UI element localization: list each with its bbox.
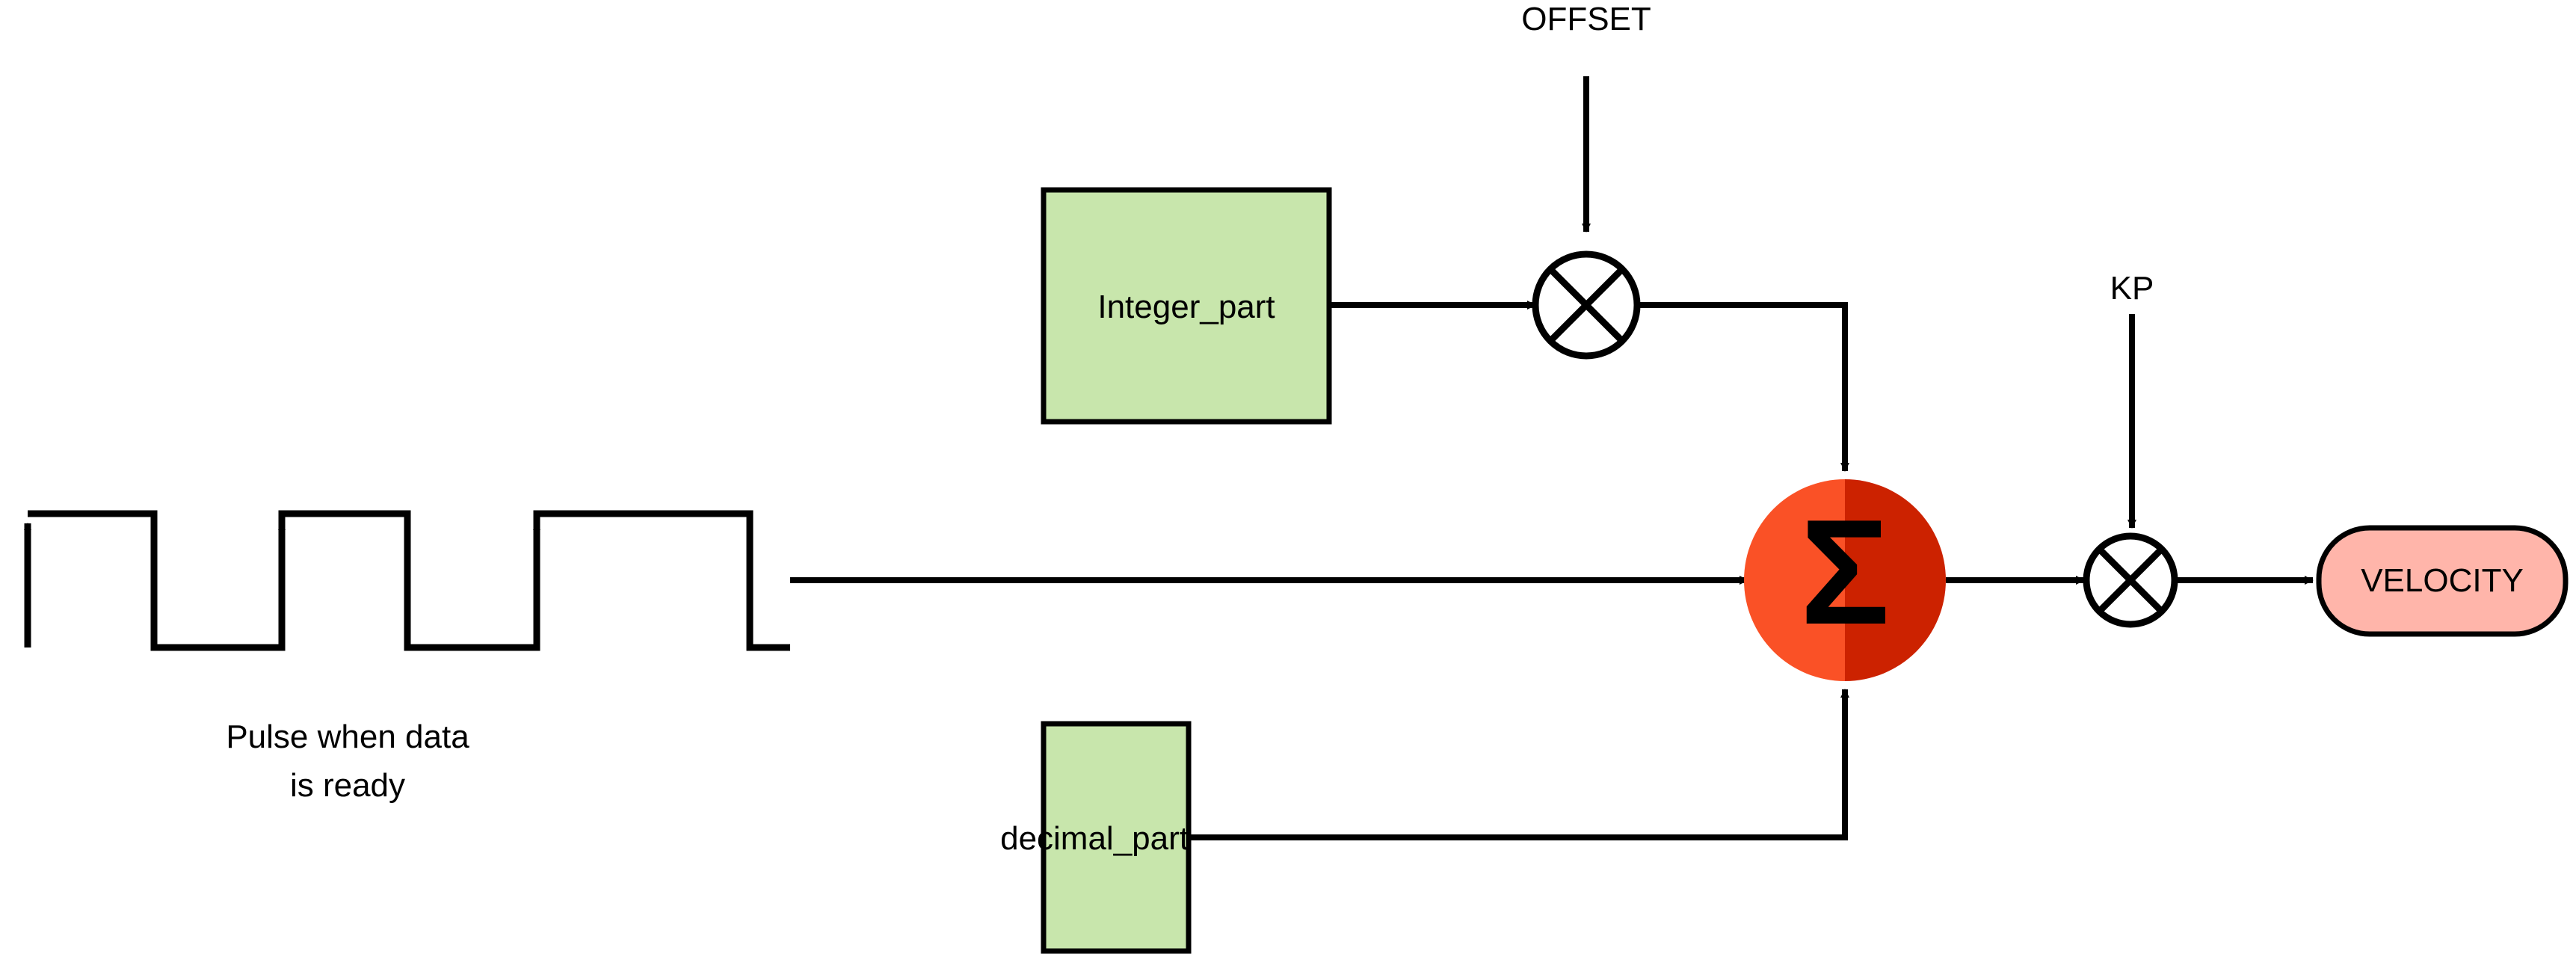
integer-part-label: Integer_part [1097, 289, 1275, 325]
integer-part-rect[interactable] [1041, 187, 1332, 425]
summer-node[interactable]: Σ Σ [1744, 479, 1946, 681]
block-decimal-part[interactable]: decimal_part [1000, 721, 1192, 954]
pulse-train-path [28, 510, 790, 651]
velocity-label: VELOCITY [2361, 562, 2524, 599]
summer-circle-right-half[interactable] [1744, 479, 1946, 681]
pulse-caption-line-2: is ready [290, 767, 405, 804]
wire-multiplier-to-summer [1637, 302, 1849, 472]
block-velocity[interactable]: VELOCITY [2316, 525, 2569, 637]
pulse-caption-line-1: Pulse when data [226, 719, 469, 755]
decimal-part-label: decimal_part [1000, 820, 1189, 857]
summer-sigma-glyph-left: Σ [1800, 489, 1890, 656]
block-integer-part[interactable]: Integer_part [1041, 187, 1332, 425]
decimal-part-rect[interactable] [1041, 721, 1192, 954]
wire-decimal-to-summer [1189, 689, 1849, 840]
offset-label: OFFSET [1521, 1, 1651, 37]
multiplier-kp-cross-2 [2096, 546, 2165, 615]
velocity-rect[interactable] [2316, 525, 2569, 637]
summer-circle-left-half[interactable] [1744, 479, 1946, 681]
multiplier-offset-cross-2 [1547, 266, 1625, 344]
multiplier-kp[interactable] [2083, 532, 2178, 628]
pulse-waveform [24, 510, 790, 651]
multiplier-offset[interactable] [1532, 250, 1641, 360]
kp-label: KP [2110, 270, 2154, 307]
summer-sigma-glyph-right: Σ [1800, 489, 1890, 656]
